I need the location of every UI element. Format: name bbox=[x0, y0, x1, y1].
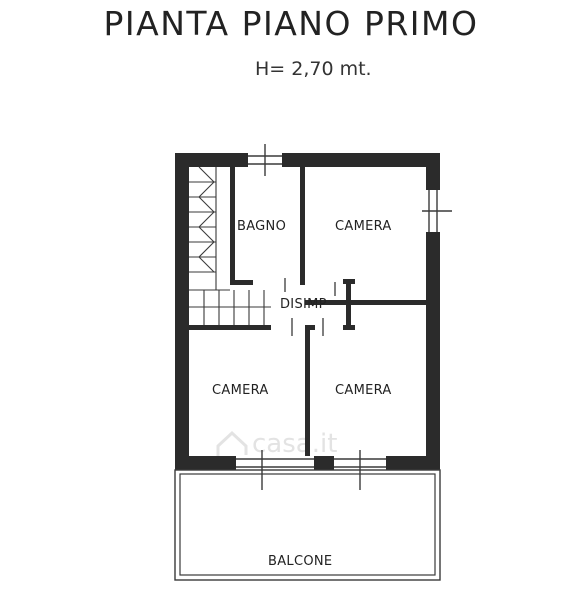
balcony-railing bbox=[174, 469, 441, 581]
room-label-camera-top: CAMERA bbox=[335, 219, 392, 234]
ceiling-height: H= 2,70 mt. bbox=[255, 58, 372, 80]
watermark-house-icon bbox=[216, 430, 248, 460]
room-label-camera-right: CAMERA bbox=[335, 383, 392, 398]
watermark-text: casa.it bbox=[252, 429, 337, 459]
window-frames bbox=[236, 144, 452, 490]
staircase bbox=[189, 166, 271, 325]
door-balcony bbox=[288, 455, 314, 471]
room-label-balcone: BALCONE bbox=[268, 554, 332, 569]
room-label-disimp: DISIMP bbox=[280, 297, 327, 312]
door-marks bbox=[284, 278, 336, 336]
plan-title: PIANTA PIANO PRIMO bbox=[103, 4, 479, 43]
interior-walls bbox=[189, 167, 426, 456]
room-label-camera-left: CAMERA bbox=[212, 383, 269, 398]
room-label-bagno: BAGNO bbox=[237, 219, 286, 234]
watermark: casa.it bbox=[216, 429, 337, 460]
